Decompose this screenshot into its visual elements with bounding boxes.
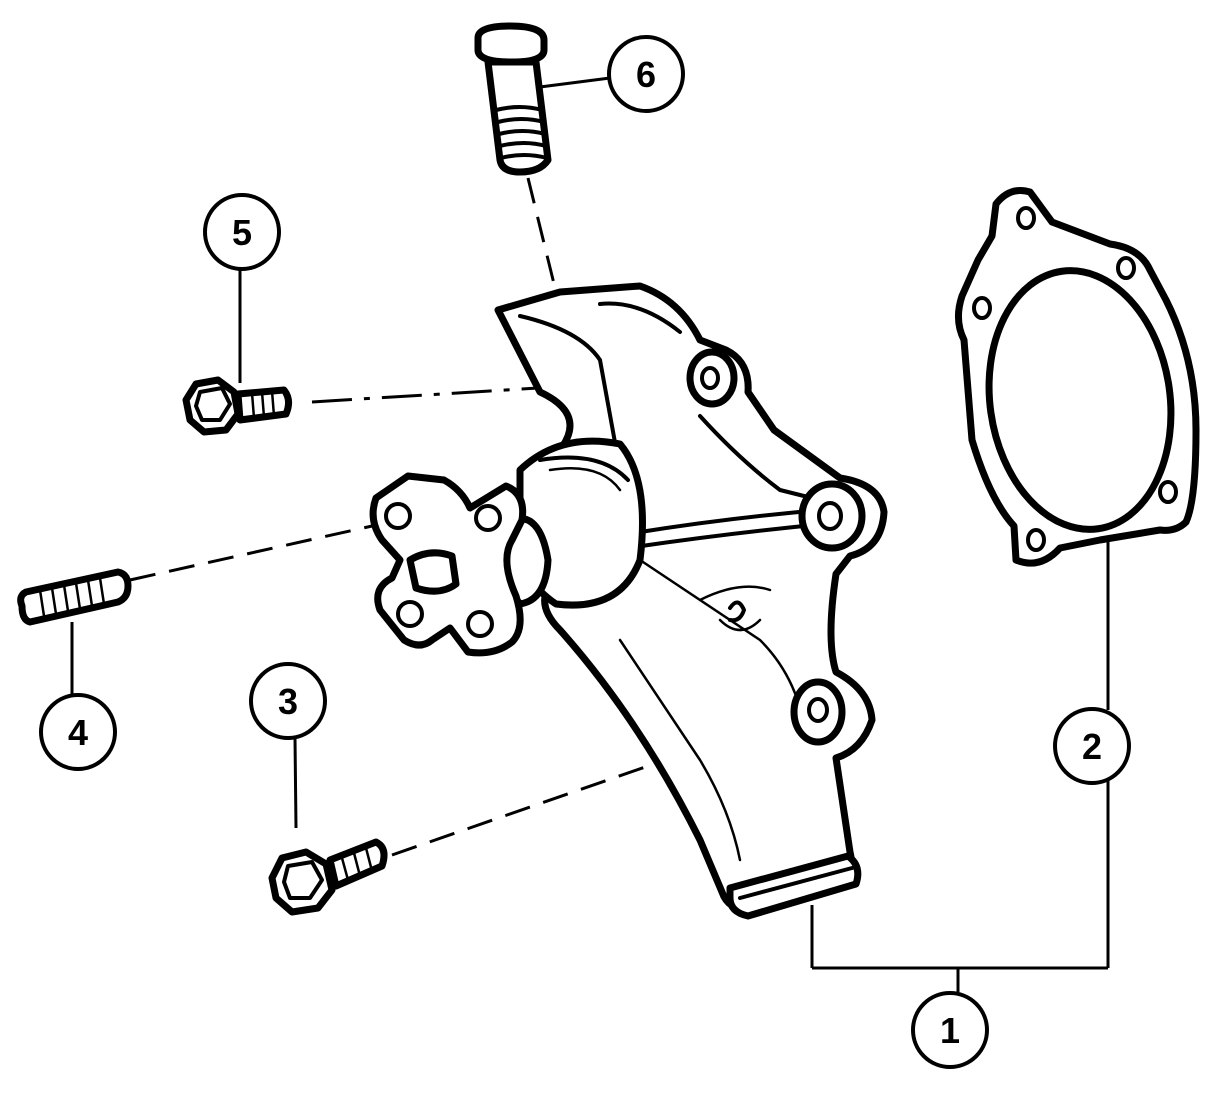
callout-4: 4 — [39, 693, 117, 771]
lower-bolt — [268, 838, 388, 916]
callout-2: 2 — [1053, 707, 1131, 785]
gasket — [955, 187, 1200, 567]
callout-1-label: 1 — [940, 1010, 960, 1051]
callout-5-label: 5 — [232, 212, 252, 253]
callout-3: 3 — [249, 662, 327, 740]
callout-6-label: 6 — [636, 54, 656, 95]
callout-4-label: 4 — [68, 712, 88, 753]
dowel-bolt — [474, 22, 552, 176]
leader-lines — [70, 76, 1110, 992]
stud — [17, 568, 132, 626]
upper-bolt — [182, 376, 293, 436]
callout-5: 5 — [203, 193, 281, 271]
callout-2-label: 2 — [1082, 726, 1102, 767]
callout-1: 1 — [911, 991, 989, 1069]
callout-6: 6 — [607, 35, 685, 113]
callout-3-label: 3 — [278, 681, 298, 722]
water-pump — [369, 282, 888, 920]
